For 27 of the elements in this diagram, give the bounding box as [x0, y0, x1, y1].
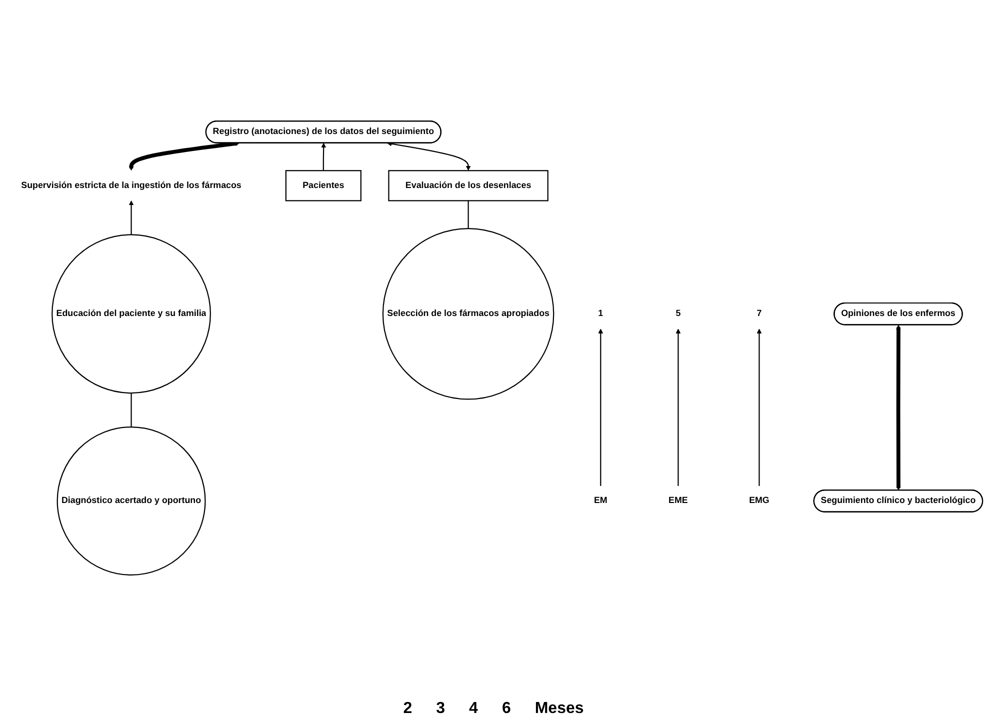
- node-box: Pacientes: [285, 170, 362, 202]
- axis-label: Meses: [534, 700, 584, 718]
- node-text: 7: [756, 308, 762, 318]
- node-text: EMG: [749, 496, 770, 506]
- node-text: 5: [676, 308, 681, 318]
- node-text: 1: [598, 308, 604, 318]
- arrow: [128, 141, 240, 171]
- arrow: [128, 200, 134, 235]
- node-text: EM: [594, 496, 608, 506]
- axis-label: 6: [502, 700, 511, 718]
- arrow: [321, 142, 326, 171]
- node-text: EME: [668, 496, 688, 506]
- axis-label: 2: [403, 700, 412, 718]
- connector: [130, 393, 132, 428]
- arrow: [676, 328, 681, 486]
- node-circle: Diagnóstico acertado y oportuno: [56, 426, 206, 576]
- node-text: Supervisión estricta de la ingestión de los fármacos: [21, 180, 242, 190]
- arrow: [386, 141, 471, 171]
- axis-label: 3: [436, 700, 446, 718]
- arrow: [896, 324, 901, 490]
- node-circle: Selección de los fármacos apropiados: [382, 228, 554, 400]
- arrow: [756, 328, 762, 486]
- arrow: [598, 328, 604, 486]
- axis-label: 4: [469, 700, 478, 718]
- node-box: Evaluación de los desenlaces: [388, 170, 548, 202]
- node-circle: Educación del paciente y su familia: [52, 234, 211, 394]
- connector: [468, 200, 469, 229]
